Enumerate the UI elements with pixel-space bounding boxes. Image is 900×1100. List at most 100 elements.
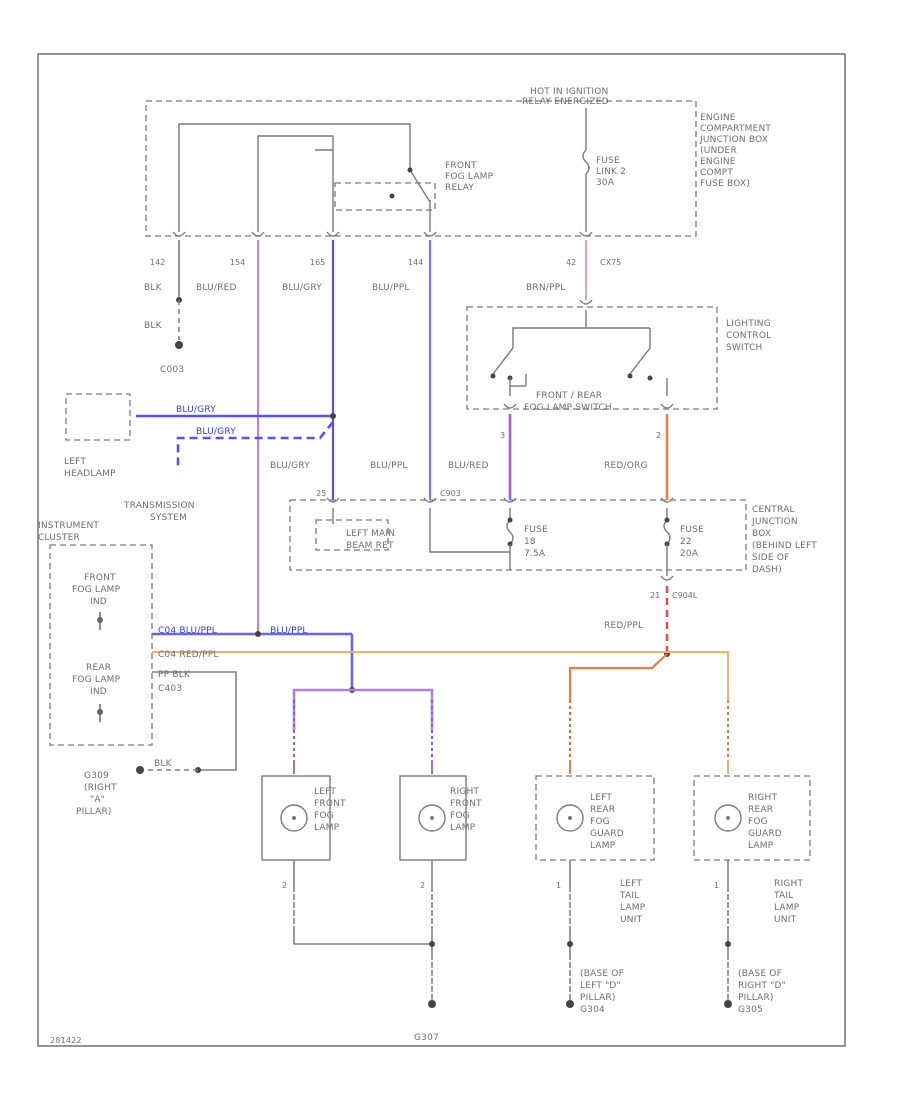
wire-blu-red: BLU/RED: [196, 283, 237, 293]
svg-text:LEFT: LEFT: [620, 879, 642, 889]
svg-text:(BEHIND LEFT: (BEHIND LEFT: [752, 541, 817, 551]
cluster-red-ppl-label: C04 RED/PPL: [158, 650, 219, 660]
svg-text:IND: IND: [90, 597, 107, 607]
front-fog-indicator-icon: [97, 612, 103, 630]
svg-text:IND: IND: [90, 687, 107, 697]
pin-142: 142: [150, 258, 165, 267]
svg-text:FOG LAMP: FOG LAMP: [72, 585, 121, 595]
wire-blu-ppl: BLU/PPL: [372, 283, 410, 293]
wire-blu-ppl-top: BLU/PPL: [270, 626, 308, 636]
svg-text:FOG LAMP SWITCH: FOG LAMP SWITCH: [524, 403, 612, 413]
svg-text:FOG LAMP: FOG LAMP: [72, 675, 121, 685]
svg-text:FUSE BOX): FUSE BOX): [700, 179, 750, 189]
svg-text:(BASE OF: (BASE OF: [580, 969, 624, 979]
engine-box-label: ENGINE COMPARTMENT JUNCTION BOX (UNDER E…: [699, 113, 771, 189]
svg-text:LEFT: LEFT: [64, 457, 86, 467]
svg-text:G304: G304: [580, 1005, 605, 1015]
pin-3: 3: [500, 431, 505, 440]
svg-text:LEFT MAIN: LEFT MAIN: [346, 529, 395, 539]
svg-text:INSTRUMENT: INSTRUMENT: [38, 521, 99, 531]
svg-text:ENGINE: ENGINE: [700, 157, 736, 167]
fuse-18-symbol: [506, 519, 514, 545]
svg-text:7.5A: 7.5A: [524, 549, 546, 559]
svg-text:UNIT: UNIT: [620, 915, 643, 925]
svg-text:REAR: REAR: [748, 805, 773, 815]
pin-144: 144: [408, 258, 423, 267]
front-rear-fog-switch-label: FRONT / REAR FOG LAMP SWITCH: [524, 391, 612, 413]
ground-g307: G307: [414, 1033, 439, 1043]
wire-red-org: RED/ORG: [604, 461, 648, 471]
rear-fog-indicator-label: REAR FOG LAMP IND: [72, 663, 121, 697]
right-front-fog-lamp: [399, 775, 467, 861]
engine-box-pins: [172, 231, 593, 237]
svg-text:COMPT: COMPT: [700, 168, 733, 178]
left-rear-fog-lamp: [535, 775, 655, 861]
svg-text:RIGHT: RIGHT: [450, 787, 479, 797]
svg-text:FOG: FOG: [450, 811, 470, 821]
left-rear-fog-label: LEFT REAR FOG GUARD LAMP: [590, 793, 624, 851]
svg-text:BEAM RET: BEAM RET: [346, 541, 394, 551]
wire-blu-ppl-2: BLU/PPL: [370, 461, 408, 471]
central-box-pins: [326, 497, 674, 503]
wire-brn-ppl: BRN/PPL: [526, 283, 565, 293]
svg-text:22: 22: [680, 537, 692, 547]
connector-c403: C403: [158, 684, 182, 694]
svg-text:LAMP: LAMP: [590, 841, 616, 851]
wire-blu-gry-1: BLU/GRY: [176, 405, 216, 415]
fuse-18-label: FUSE 18 7.5A: [524, 525, 548, 559]
svg-text:FUSE: FUSE: [596, 156, 620, 166]
fuse-22-label: FUSE 22 20A: [680, 525, 704, 559]
svg-text:LAMP: LAMP: [450, 823, 476, 833]
wire-blu-gry-3: BLU/GRY: [270, 461, 310, 471]
pin-42: 42: [566, 258, 576, 267]
right-rear-fog-label: RIGHT REAR FOG GUARD LAMP: [748, 793, 782, 851]
pin-1-lr: 1: [556, 881, 561, 890]
svg-text:LEFT: LEFT: [314, 787, 336, 797]
instrument-cluster-label: INSTRUMENT CLUSTER: [38, 521, 99, 543]
svg-text:LAMP: LAMP: [314, 823, 340, 833]
svg-text:LEFT: LEFT: [590, 793, 612, 803]
wire-blu-gry-trans: [176, 421, 335, 470]
diagram-id: 281422: [50, 1036, 82, 1045]
wire-red-ppl-label: RED/PPL: [604, 621, 643, 631]
svg-text:COMPARTMENT: COMPARTMENT: [700, 124, 771, 134]
svg-text:FRONT: FRONT: [445, 161, 477, 171]
left-tail-unit-label: LEFT TAIL LAMP UNIT: [619, 879, 646, 925]
wire-blk: BLK: [144, 283, 163, 293]
front-fog-indicator-label: FRONT FOG LAMP IND: [72, 573, 121, 607]
relay-energized-label: RELAY ENERGIZED: [522, 97, 609, 107]
svg-text:RIGHT: RIGHT: [774, 879, 803, 889]
svg-text:RELAY: RELAY: [445, 183, 474, 193]
central-box-label: CENTRAL JUNCTION BOX (BEHIND LEFT SIDE O…: [751, 505, 817, 575]
wire-blk-2: BLK: [144, 321, 163, 331]
svg-text:(BASE OF: (BASE OF: [738, 969, 782, 979]
fuse-link-symbol: [582, 149, 590, 175]
ground-g305-symbol: [724, 1000, 732, 1008]
front-fog-relay-box: [334, 182, 436, 211]
diagram-frame: [37, 53, 846, 1047]
lighting-switch-label: LIGHTING CONTROL SWITCH: [726, 319, 771, 353]
svg-text:30A: 30A: [596, 178, 615, 188]
svg-text:CLUSTER: CLUSTER: [38, 533, 80, 543]
pin-25: 25: [316, 489, 326, 498]
svg-text:ENGINE: ENGINE: [700, 113, 736, 123]
fuse-22-symbol: [663, 519, 671, 545]
svg-text:SIDE OF: SIDE OF: [752, 553, 790, 563]
lighting-control-switch-box: [466, 306, 718, 410]
svg-text:PILLAR): PILLAR): [738, 993, 774, 1003]
svg-text:CENTRAL: CENTRAL: [752, 505, 795, 515]
front-fog-relay-label: FRONT FOG LAMP RELAY: [445, 161, 494, 193]
central-junction-box: [289, 499, 747, 571]
right-front-fog-label: RIGHT FRONT FOG LAMP: [450, 787, 482, 833]
cluster-blk-label: PP BLK: [158, 670, 191, 680]
rear-fog-indicator-icon: [97, 704, 103, 722]
svg-text:RIGHT "D": RIGHT "D": [738, 981, 786, 991]
right-rear-fog-lamp: [693, 775, 811, 861]
connector-c904l: C904L: [672, 591, 698, 600]
svg-text:(RIGHT: (RIGHT: [84, 783, 117, 793]
svg-text:FOG LAMP: FOG LAMP: [445, 172, 494, 182]
svg-text:FRONT / REAR: FRONT / REAR: [536, 391, 602, 401]
engine-junction-box: [145, 100, 697, 237]
svg-text:LIGHTING: LIGHTING: [726, 319, 771, 329]
wire-blu-gry: BLU/GRY: [282, 283, 322, 293]
